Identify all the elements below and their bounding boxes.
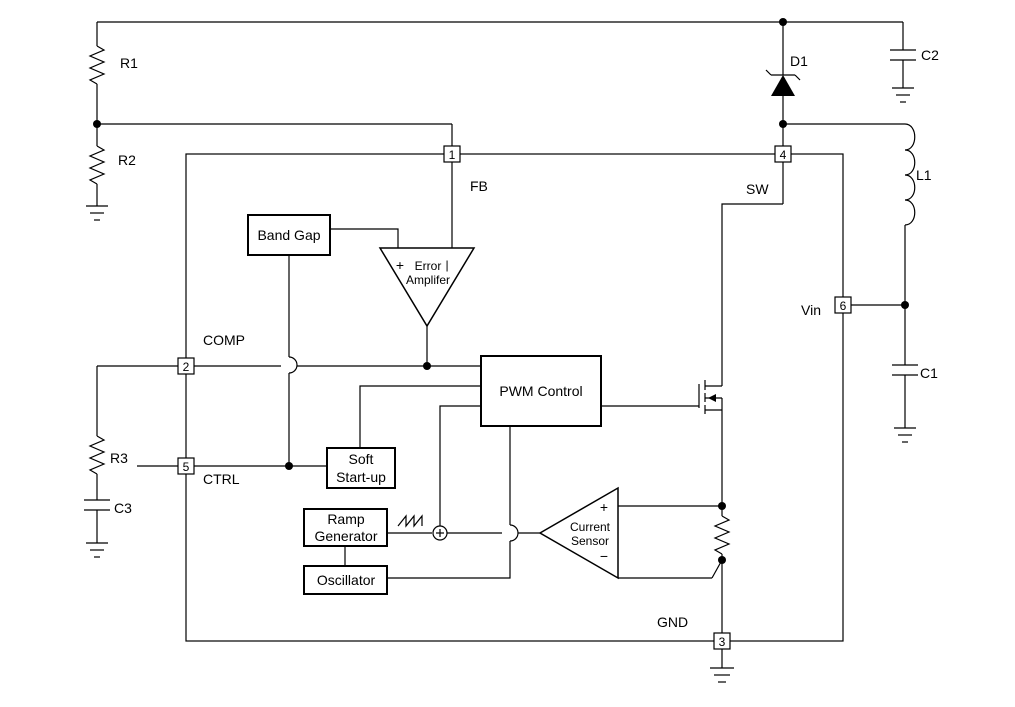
svg-text:5: 5 <box>183 460 190 474</box>
ctrl-label: CTRL <box>203 471 240 487</box>
sawtooth-icon <box>397 514 423 528</box>
oscillator-block: Oscillator <box>303 565 388 595</box>
c1-label: C1 <box>920 365 938 381</box>
svg-text:Ramp: Ramp <box>327 511 365 527</box>
svg-text:−: − <box>600 548 608 564</box>
ic-outline <box>185 153 844 642</box>
band-gap-block: Band Gap <box>247 214 331 256</box>
l1-label: L1 <box>916 167 932 183</box>
gnd-label: GND <box>657 614 688 630</box>
r2-label: R2 <box>118 152 136 168</box>
svg-text:PWM Control: PWM Control <box>499 383 582 399</box>
mosfet-switch <box>601 380 723 414</box>
c2-label: C2 <box>921 47 939 63</box>
svg-text:2: 2 <box>183 360 190 374</box>
r3-label: R3 <box>110 450 128 466</box>
svg-text:Generator: Generator <box>314 528 377 544</box>
sw-label: SW <box>746 181 769 197</box>
pin-1: 1 <box>443 145 461 163</box>
output-rail <box>97 18 903 26</box>
current-sensor: + − Current Sensor <box>538 486 619 580</box>
ramp-generator-block: Ramp Generator <box>303 508 388 547</box>
summing-node <box>432 525 448 541</box>
c3-label: C3 <box>114 500 132 516</box>
svg-text:6: 6 <box>840 299 847 313</box>
svg-text:1: 1 <box>449 148 456 162</box>
comp-label: COMP <box>203 332 245 348</box>
svg-text:Sensor: Sensor <box>571 534 609 548</box>
resistor-r3: R3 <box>88 365 178 500</box>
capacitor-c1: C1 <box>851 304 938 443</box>
ground-symbol <box>710 649 734 683</box>
svg-text:+: + <box>396 257 404 273</box>
resistor-r1: R1 <box>88 22 138 124</box>
soft-start-block: Soft Start-up <box>326 447 396 489</box>
diode-d1: D1 <box>765 22 808 146</box>
pin-6: 6 <box>834 296 852 314</box>
svg-text:Start-up: Start-up <box>336 469 386 485</box>
resistor-r2: R2 <box>86 124 136 221</box>
r1-label: R1 <box>120 55 138 71</box>
pin-5: 5 <box>177 457 195 475</box>
inductor-l1: L1 <box>783 123 932 305</box>
svg-text:3: 3 <box>719 635 726 649</box>
pin-2: 2 <box>177 357 195 375</box>
capacitor-c3: C3 <box>84 499 132 558</box>
vin-label: Vin <box>801 302 821 318</box>
sense-resistor <box>713 506 731 633</box>
svg-text:+: + <box>600 499 608 515</box>
pin-3: 3 <box>713 632 731 650</box>
svg-text:Band Gap: Band Gap <box>257 227 320 243</box>
svg-text:Current: Current <box>570 520 611 534</box>
svg-text:Soft: Soft <box>349 451 374 467</box>
svg-text:|: | <box>445 258 448 272</box>
pin-4: 4 <box>774 145 792 163</box>
fb-label: FB <box>470 178 488 194</box>
svg-text:Amplifer: Amplifer <box>406 273 450 287</box>
svg-text:Oscillator: Oscillator <box>317 572 376 588</box>
capacitor-c2: C2 <box>890 22 939 103</box>
bandgap-to-ea-wire <box>330 228 399 248</box>
error-amplifier: + | Error Amplifer <box>378 247 476 328</box>
d1-label: D1 <box>790 53 808 69</box>
pwm-control-block: PWM Control <box>480 355 602 427</box>
svg-text:4: 4 <box>780 148 787 162</box>
svg-text:Error: Error <box>415 259 442 273</box>
